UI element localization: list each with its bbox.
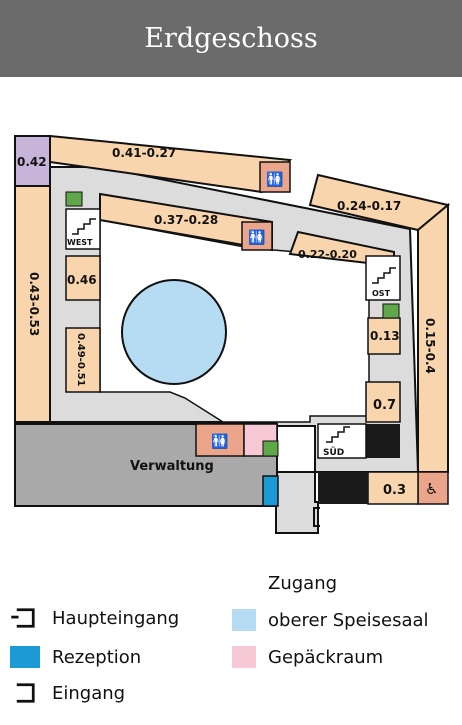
- room-0-13[interactable]: [367, 317, 401, 355]
- wheelchair-icon: ♿: [425, 480, 438, 498]
- main-entrance-area[interactable]: [318, 472, 368, 504]
- stair-west-label: WEST: [67, 238, 93, 247]
- wc-inner[interactable]: [241, 221, 273, 251]
- room-0-15-0-4-label: 0.15-0.4: [423, 318, 437, 374]
- upper-dining-hall[interactable]: [121, 279, 227, 385]
- main-entrance-icon: [313, 507, 320, 527]
- dining-swatch: [232, 609, 256, 631]
- stair-sued-label: SÜD: [323, 447, 344, 458]
- legend-title-text: Zugang: [268, 573, 338, 594]
- stair-ost-label: OST: [372, 289, 391, 298]
- room-0-13-label: 0.13: [370, 329, 400, 343]
- room-0-41-0-27-label: 0.41-0.27: [112, 146, 176, 160]
- legend-item-gepaeck: Gepäckraum: [232, 646, 383, 668]
- wc-south-icon: 🚻: [211, 433, 228, 450]
- wc-north-icon: 🚻: [266, 171, 283, 188]
- luggage-swatch: [232, 646, 256, 668]
- room-0-46-label: 0.46: [67, 273, 97, 287]
- legend-rezeption-label: Rezeption: [52, 646, 142, 668]
- stairs-icon-sued: [326, 426, 350, 443]
- room-0-7-label: 0.7: [373, 398, 396, 413]
- room-0-7[interactable]: [365, 381, 401, 423]
- wc-north[interactable]: [259, 161, 291, 193]
- entrance-south[interactable]: [366, 424, 400, 458]
- legend-gepaeck-label: Gepäckraum: [268, 646, 384, 668]
- elevator-west: [65, 191, 83, 207]
- admin-label: Verwaltung: [130, 459, 214, 474]
- room-0-43-0-53[interactable]: [14, 185, 51, 423]
- legend-speisesaal-label: oberer Speisesaal: [268, 609, 429, 631]
- legend-item-eingang: Eingang: [10, 682, 125, 704]
- reception[interactable]: [262, 475, 279, 507]
- reception-swatch: [10, 646, 40, 668]
- room-0-22-0-20-label: 0.22-0.20: [298, 248, 357, 261]
- wc-inner-icon: 🚻: [248, 229, 265, 246]
- room-0-49-0-51[interactable]: [65, 327, 101, 393]
- room-0-43-0-53-label: 0.43-0.53: [27, 272, 41, 336]
- legend-haupteingang-label: Haupteingang: [52, 607, 180, 629]
- legend-item-rezeption: Rezeption: [10, 646, 141, 668]
- legend-item-haupteingang: Haupteingang: [10, 607, 179, 629]
- entrance-legend-icon: [16, 683, 35, 703]
- main-entrance-legend-icon: [11, 608, 35, 628]
- stairs-icon-west: [72, 218, 96, 235]
- stairs-icon-ost: [372, 267, 396, 284]
- legend-item-speisesaal: oberer Speisesaal: [232, 609, 429, 631]
- room-0-3-label: 0.3: [383, 483, 406, 498]
- elevator-south: [262, 440, 279, 457]
- room-0-24-0-17-label: 0.24-0.17: [337, 199, 401, 213]
- room-0-37-0-28-label: 0.37-0.28: [154, 213, 218, 227]
- elevator-ost: [382, 303, 400, 319]
- room-0-46[interactable]: [65, 255, 101, 301]
- legend-title: Zugang: [268, 573, 337, 594]
- stair-sued[interactable]: [317, 423, 367, 459]
- page-title: Erdgeschoss: [0, 0, 462, 77]
- floor-plan: Verwaltung 0.42 0.43-0.53 0.41-0.27 🚻 0.…: [14, 134, 451, 534]
- room-0-49-0-51-label: 0.49-0.51: [75, 333, 86, 387]
- accessible-entrance[interactable]: [417, 471, 449, 505]
- room-0-42-label: 0.42: [17, 155, 47, 169]
- legend-eingang-label: Eingang: [52, 682, 126, 704]
- wc-south[interactable]: [195, 423, 245, 457]
